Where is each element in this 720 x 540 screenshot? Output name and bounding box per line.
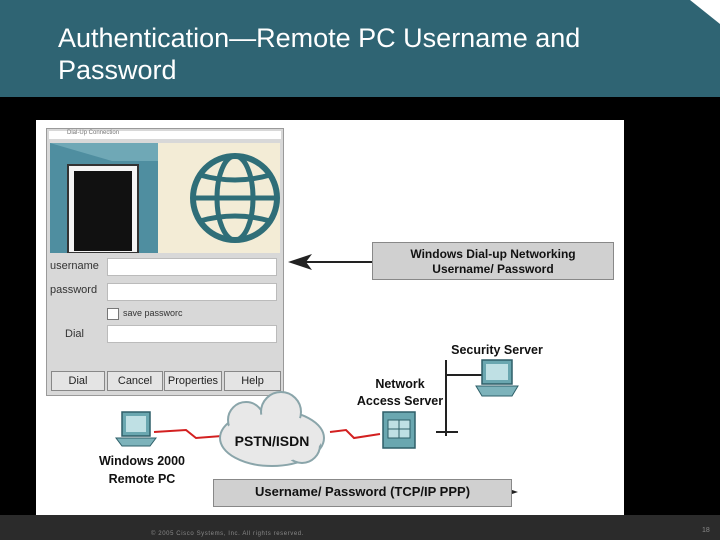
dial-label: Dial — [65, 328, 84, 340]
help-button[interactable]: Help — [224, 371, 281, 391]
slide-footer — [0, 515, 720, 540]
pstn-isdn-cloud-icon — [219, 391, 325, 467]
remote-pc-label-line2: Remote PC — [108, 472, 176, 486]
right-lightning-bolt — [329, 428, 381, 440]
copyright-text: © 2005 Cisco Systems, Inc. All rights re… — [151, 531, 305, 537]
left-lightning-bolt — [153, 428, 223, 440]
page-number: 18 — [702, 527, 710, 534]
security-server-icon — [475, 359, 519, 397]
username-field[interactable] — [107, 258, 277, 276]
cloud-label: PSTN/ISDN — [234, 433, 310, 449]
save-password-checkbox[interactable] — [107, 308, 119, 320]
computer-globe-illustration — [50, 143, 280, 253]
properties-button[interactable]: Properties — [164, 371, 222, 391]
network-access-server-icon — [382, 411, 416, 449]
dialog-titlebar: Dial-Up Connection — [49, 130, 281, 139]
dialup-credentials-box: Windows Dial-up Networking Username/ Pas… — [372, 242, 614, 280]
dialup-arrowhead — [288, 254, 312, 270]
tcp-credentials-box: Username/ Password (TCP/IP PPP) — [213, 479, 512, 507]
dialog-title-text: Dial-Up Connection — [67, 130, 120, 136]
dial-button[interactable]: Dial — [51, 371, 105, 391]
nas-label: Network Access Server — [342, 376, 458, 410]
dial-number-field[interactable] — [107, 325, 277, 343]
remote-pc-label-line1: Windows 2000 — [98, 454, 186, 468]
dialup-dialog-window: Dial-Up Connection username password sav… — [46, 128, 284, 396]
slide-title: Authentication—Remote PC Username and Pa… — [58, 23, 581, 85]
save-password-label: save passworc — [123, 308, 183, 318]
slide-header: Authentication—Remote PC Username and Pa… — [0, 0, 720, 97]
remote-pc-label: Windows 2000 Remote PC — [80, 452, 204, 488]
remote-pc-icon — [115, 411, 157, 447]
dialog-banner-image — [50, 143, 280, 253]
cancel-button[interactable]: Cancel — [107, 371, 163, 391]
dialup-line1: Windows Dial-up Networking — [410, 247, 576, 261]
nas-label-line1: Network — [375, 377, 425, 391]
password-label: password — [50, 284, 98, 296]
security-server-label: Security Server — [451, 343, 543, 357]
nas-label-line2: Access Server — [356, 394, 444, 408]
password-field[interactable] — [107, 283, 277, 301]
diagram-connectors — [115, 254, 519, 500]
dialup-line2: Username/ Password — [432, 262, 554, 276]
username-label: username — [50, 260, 99, 272]
header-corner-notch — [690, 0, 720, 24]
diagram-figure: Dial-Up Connection username password sav… — [36, 120, 624, 520]
